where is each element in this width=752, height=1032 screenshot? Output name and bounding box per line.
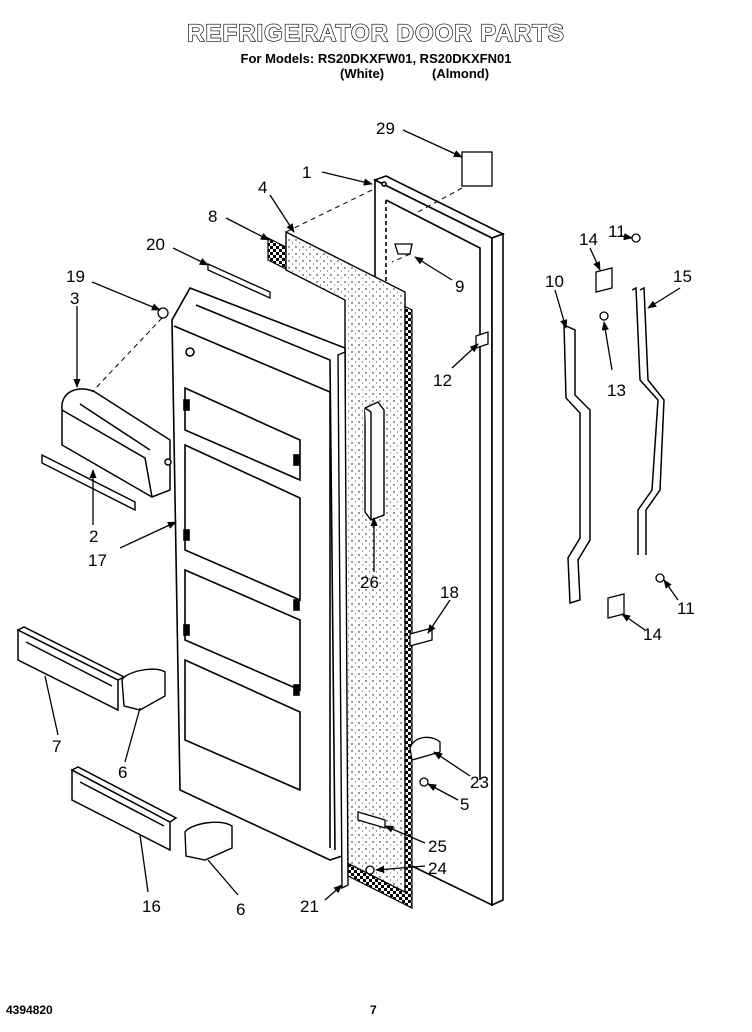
shelf-rail	[41, 453, 136, 512]
breaker-strip	[364, 401, 385, 521]
callout-25: 25	[428, 837, 447, 856]
variant-white: (White)	[340, 66, 385, 81]
callout-12: 12	[433, 371, 452, 390]
liner-strip	[337, 350, 349, 890]
shelf-bracket-lower	[184, 821, 233, 861]
callout-2: 2	[89, 527, 98, 546]
models-line: For Models: RS20DKXFW01, RS20DKXFN01	[240, 51, 512, 66]
callout-29: 29	[376, 119, 395, 138]
callout-18: 18	[440, 583, 459, 602]
callout-labels: 29 1 4 8 20 19 3 9 12 14 11 10 15 13 2 1…	[52, 119, 695, 919]
callout-1: 1	[302, 163, 311, 182]
callout-3: 3	[70, 289, 79, 308]
callout-14-bottom: 14	[643, 625, 662, 644]
callout-11-bottom: 11	[677, 599, 695, 618]
callout-7: 7	[52, 737, 61, 756]
callout-5: 5	[460, 795, 469, 814]
small-parts	[157, 151, 665, 875]
doc-number: 4394820	[6, 1003, 53, 1017]
callout-17: 17	[88, 551, 107, 570]
callout-13: 13	[607, 381, 626, 400]
callout-11-top: 11	[608, 222, 626, 241]
callout-10: 10	[545, 272, 564, 291]
callout-21: 21	[300, 897, 319, 916]
hinge-bar	[563, 323, 591, 604]
callout-15: 15	[673, 267, 692, 286]
door-shelf-lower	[70, 766, 178, 852]
callout-9: 9	[455, 277, 464, 296]
door-trim-strip	[631, 286, 665, 555]
callout-6-upper: 6	[118, 763, 127, 782]
top-trim	[207, 262, 271, 300]
callout-20: 20	[146, 235, 165, 254]
door-shelf-upper	[16, 626, 126, 712]
callout-8: 8	[208, 207, 217, 226]
callout-16: 16	[142, 897, 161, 916]
shelf-cover	[61, 388, 172, 498]
page-title: REFRIGERATOR DOOR PARTS	[187, 19, 565, 47]
callout-19: 19	[66, 267, 85, 286]
callout-14-top: 14	[579, 230, 598, 249]
leader-lines	[44, 129, 681, 901]
callout-6-lower: 6	[236, 900, 245, 919]
callout-26: 26	[360, 573, 379, 592]
inner-door-liner	[171, 287, 346, 861]
callout-4: 4	[258, 178, 267, 197]
variant-almond: (Almond)	[432, 66, 490, 81]
assembly-lines	[91, 187, 463, 393]
page-number: 7	[370, 1003, 377, 1017]
shelf-bracket-upper	[121, 668, 166, 711]
callout-24: 24	[428, 859, 447, 878]
callout-23: 23	[470, 773, 489, 792]
